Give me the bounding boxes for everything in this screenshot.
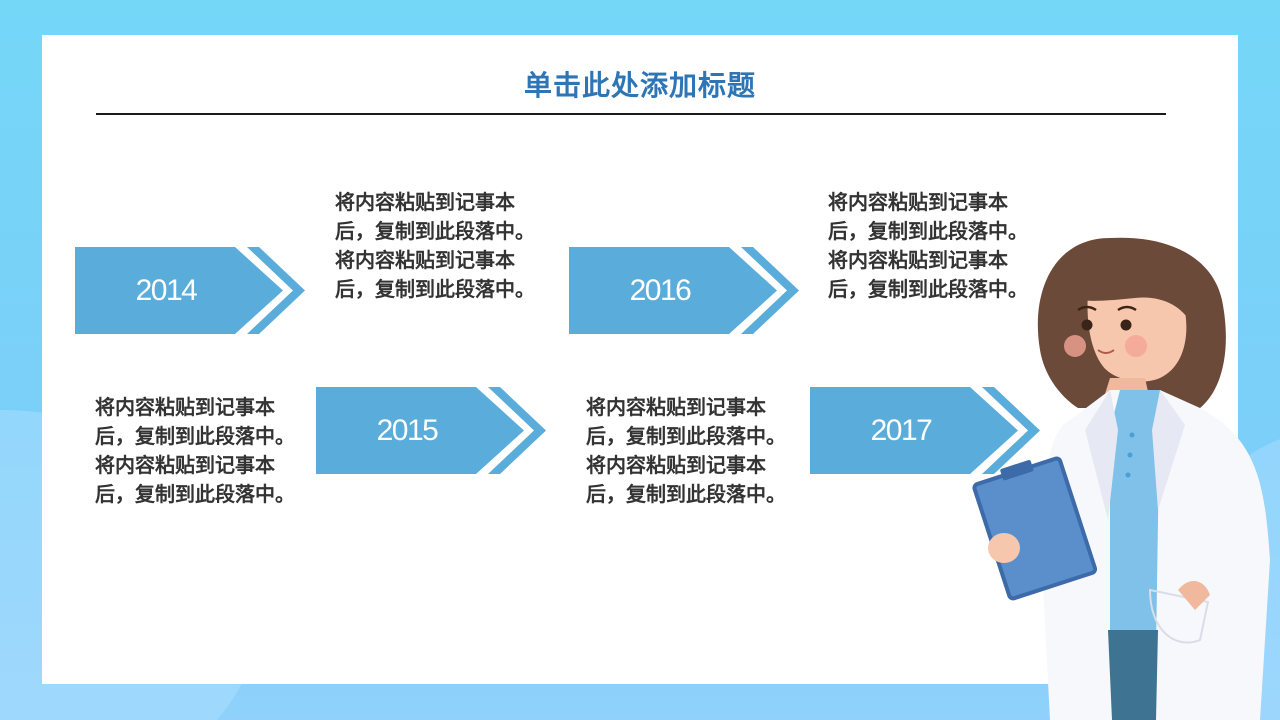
timeline-text-2014[interactable]: 将内容粘贴到记事本后，复制到此段落中。将内容粘贴到记事本后，复制到此段落中。 [335, 190, 535, 301]
slide-title[interactable]: 单击此处添加标题 [523, 69, 756, 102]
timeline-year: 2016 [629, 273, 692, 307]
timeline-text-2017[interactable]: 将内容粘贴到记事本后，复制到此段落中。将内容粘贴到记事本后，复制到此段落中。 [586, 395, 786, 506]
timeline-text-2016[interactable]: 将内容粘贴到记事本后，复制到此段落中。将内容粘贴到记事本后，复制到此段落中。 [828, 190, 1028, 301]
title-divider [96, 113, 1166, 115]
timeline-text-2015[interactable]: 将内容粘贴到记事本后，复制到此段落中。将内容粘贴到记事本后，复制到此段落中。 [95, 395, 295, 506]
timeline-arrow-2014[interactable]: 2014 [75, 247, 307, 334]
arrow-chevron-icon [316, 387, 546, 474]
doctor-illustration [960, 230, 1280, 720]
timeline-arrow-2015[interactable]: 2015 [316, 387, 548, 474]
timeline-arrow-2016[interactable]: 2016 [569, 247, 801, 334]
timeline-year: 2017 [870, 413, 933, 447]
arrow-chevron-icon [810, 387, 1040, 474]
timeline-year: 2015 [376, 413, 439, 447]
arrow-chevron-icon [75, 247, 305, 334]
timeline-year: 2014 [135, 273, 198, 307]
doctor-icon [972, 237, 1270, 720]
timeline-arrow-2017[interactable]: 2017 [810, 387, 1042, 474]
arrow-chevron-icon [569, 247, 799, 334]
